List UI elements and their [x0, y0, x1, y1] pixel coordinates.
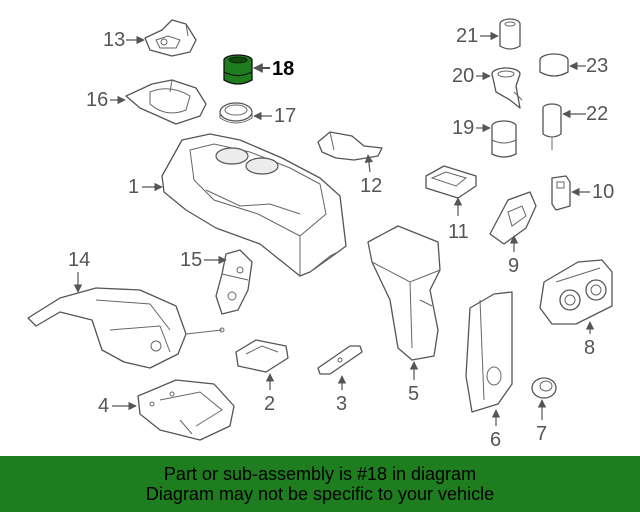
part-18-cup-holder[interactable]: [223, 54, 253, 85]
callout-5[interactable]: 5: [408, 383, 419, 405]
callout-7[interactable]: 7: [536, 423, 547, 445]
callout-8[interactable]: 8: [584, 337, 595, 359]
part-16-trim-plate[interactable]: [125, 79, 207, 125]
part-13-bracket[interactable]: [144, 19, 197, 57]
part-12-cover[interactable]: [317, 131, 383, 161]
part-14-brake-lever[interactable]: [27, 287, 225, 369]
callout-17[interactable]: 17: [274, 105, 296, 127]
part-7-round-cap[interactable]: [531, 377, 557, 399]
part-10-switch[interactable]: [551, 175, 571, 211]
part-21-socket[interactable]: [499, 18, 521, 50]
parts-diagram: 13 18 16 17 12 1: [27, 18, 614, 451]
part-5-armrest[interactable]: [367, 225, 441, 361]
callout-19[interactable]: 19: [452, 117, 474, 139]
info-banner: Part or sub-assembly is #18 in diagram D…: [0, 456, 640, 512]
callout-11[interactable]: 11: [448, 221, 469, 243]
part-19-power-outlet[interactable]: [491, 120, 517, 158]
part-3-rod[interactable]: [317, 345, 363, 375]
part-15-bracket-assembly[interactable]: [215, 249, 253, 315]
callout-15[interactable]: 15: [180, 249, 202, 271]
callout-20[interactable]: 20: [452, 65, 474, 87]
banner-line-2: Diagram may not be specific to your vehi…: [145, 484, 495, 504]
part-11-control-module[interactable]: [425, 165, 477, 199]
callout-14[interactable]: 14: [68, 249, 90, 271]
part-1-console-housing[interactable]: [161, 133, 347, 277]
callout-6[interactable]: 6: [490, 429, 501, 451]
callout-12[interactable]: 12: [360, 175, 382, 197]
callout-22[interactable]: 22: [586, 103, 608, 125]
callout-3[interactable]: 3: [336, 393, 347, 415]
part-4-base-plate[interactable]: [137, 379, 235, 441]
part-8-climate-panel[interactable]: [539, 259, 613, 325]
callout-23[interactable]: 23: [586, 55, 608, 77]
callout-18[interactable]: 18: [272, 58, 294, 80]
callout-2[interactable]: 2: [264, 393, 275, 415]
callout-16[interactable]: 16: [86, 89, 108, 111]
banner-line-1: Part or sub-assembly is #18 in diagram: [163, 464, 477, 484]
part-9-switch-panel[interactable]: [489, 191, 537, 245]
part-20-socket-bezel[interactable]: [491, 67, 523, 109]
leader-12: [364, 154, 374, 173]
part-23-cap[interactable]: [539, 53, 569, 77]
callout-21[interactable]: 21: [456, 25, 478, 47]
callout-13[interactable]: 13: [103, 29, 125, 51]
part-22-sensor[interactable]: [542, 103, 562, 150]
part-17-ring[interactable]: [219, 102, 253, 124]
part-6-side-panel[interactable]: [465, 291, 513, 413]
part-2-bracket[interactable]: [235, 339, 289, 373]
callout-10[interactable]: 10: [592, 181, 614, 203]
callout-1[interactable]: 1: [128, 176, 139, 198]
callout-4[interactable]: 4: [98, 395, 109, 417]
callout-9[interactable]: 9: [508, 255, 519, 277]
